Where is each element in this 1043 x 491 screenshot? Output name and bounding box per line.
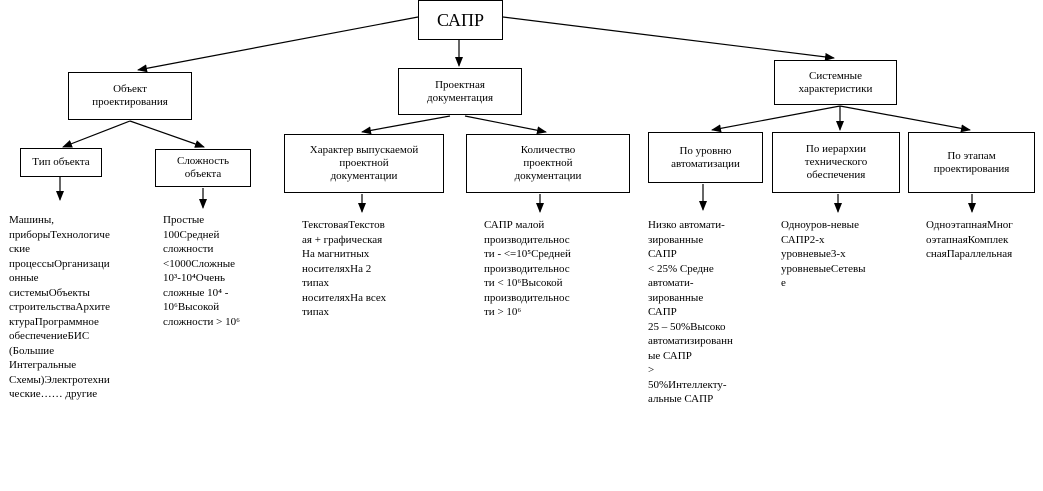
desc-documentation-quantity: САПР малой производительнос ти - <=10⁵Ср…: [484, 219, 571, 318]
arrow-root-to-object: [137, 16, 419, 73]
leaf-design-stages: По этапам проектирования: [908, 132, 1035, 193]
leaf-object-complexity: Сложность объекта: [155, 149, 251, 187]
desc-hardware-hierarchy: Одноуров-невые САПР2-х уровневые3-х уров…: [781, 219, 866, 289]
group-system-characteristics: Системные характеристики: [774, 60, 897, 105]
leaf-object-type: Тип объекта: [20, 148, 102, 177]
arrow-doc-to-quantity: [464, 115, 547, 135]
arrow-root-to-system: [502, 16, 835, 61]
arrow-object-to-complexity: [129, 120, 205, 148]
desc-documentation-character: ТекстоваяТекстов ая + графическая На маг…: [302, 219, 387, 318]
leaf-documentation-character: Характер выпускаемой проектной документа…: [284, 134, 444, 193]
leaf-automation-level: По уровню автоматизации: [648, 132, 763, 183]
group-project-documentation: Проектная документация: [398, 68, 522, 115]
leaf-hardware-hierarchy: По иерархии технического обеспечения: [772, 132, 900, 193]
arrow-doc-to-character: [361, 115, 451, 135]
arrow-system-to-automation: [711, 105, 841, 133]
desc-object-type: Машины, приборыТехнологиче ские процессы…: [9, 214, 111, 400]
root-node: САПР: [418, 0, 503, 40]
desc-automation-level: Низко автомати- зированные САПР < 25% Ср…: [648, 219, 733, 405]
desc-design-stages: ОдноэтапнаяМног оэтапнаяКомплек снаяПара…: [926, 219, 1013, 260]
arrow-object-to-type: [62, 120, 131, 148]
group-object-design: Объект проектирования: [68, 72, 192, 120]
arrow-system-to-stages: [839, 105, 971, 133]
desc-object-complexity: Простые 100Средней сложности <1000Сложны…: [163, 214, 240, 328]
leaf-documentation-quantity: Количество проектной документации: [466, 134, 630, 193]
